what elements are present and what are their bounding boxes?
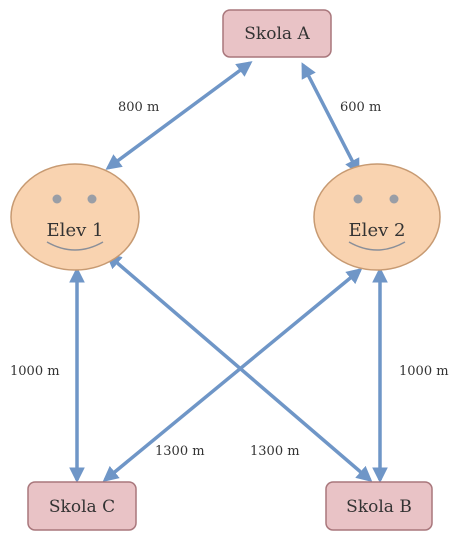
school-b-label: Skola B <box>346 497 412 517</box>
distance-student2-school-a: 600 m <box>340 100 381 115</box>
school-c-box <box>27 481 137 531</box>
student-2-right-eye-icon <box>389 194 399 204</box>
student-1-node: Elev 1 <box>10 163 140 271</box>
distance-student1-school-b: 1300 m <box>250 444 300 459</box>
student-1-face <box>10 163 140 271</box>
distance-student2-school-c: 1300 m <box>155 444 205 459</box>
school-b-node: Skola B <box>325 481 433 531</box>
school-a-label: Skola A <box>244 24 310 44</box>
distance-labels: 800 m 600 m 1000 m 1000 m 1300 m 1300 m <box>10 100 449 459</box>
student-1-smile-icon <box>46 241 104 251</box>
student-1-left-eye-icon <box>52 194 62 204</box>
arrow-student1-school-a <box>105 61 253 170</box>
school-b-box <box>325 481 433 531</box>
student-1-right-eye-icon <box>87 194 97 204</box>
school-a-box <box>222 9 332 58</box>
arrow-student1-school-b <box>105 252 373 483</box>
student-1-label: Elev 1 <box>47 220 104 241</box>
student-2-node: Elev 2 <box>313 163 441 271</box>
student-2-face <box>313 163 441 271</box>
school-a-node: Skola A <box>222 9 332 58</box>
arrow-student2-school-a <box>301 62 360 175</box>
student-2-smile-icon <box>348 241 406 251</box>
distance-student2-school-b: 1000 m <box>399 364 449 379</box>
school-c-label: Skola C <box>49 497 115 517</box>
arrow-student2-school-c <box>102 267 363 483</box>
school-c-node: Skola C <box>27 481 137 531</box>
student-2-label: Elev 2 <box>349 220 406 241</box>
student-2-left-eye-icon <box>353 194 363 204</box>
distance-student1-school-c: 1000 m <box>10 364 60 379</box>
distance-student1-school-a: 800 m <box>118 100 159 115</box>
connector-lines <box>69 61 388 484</box>
